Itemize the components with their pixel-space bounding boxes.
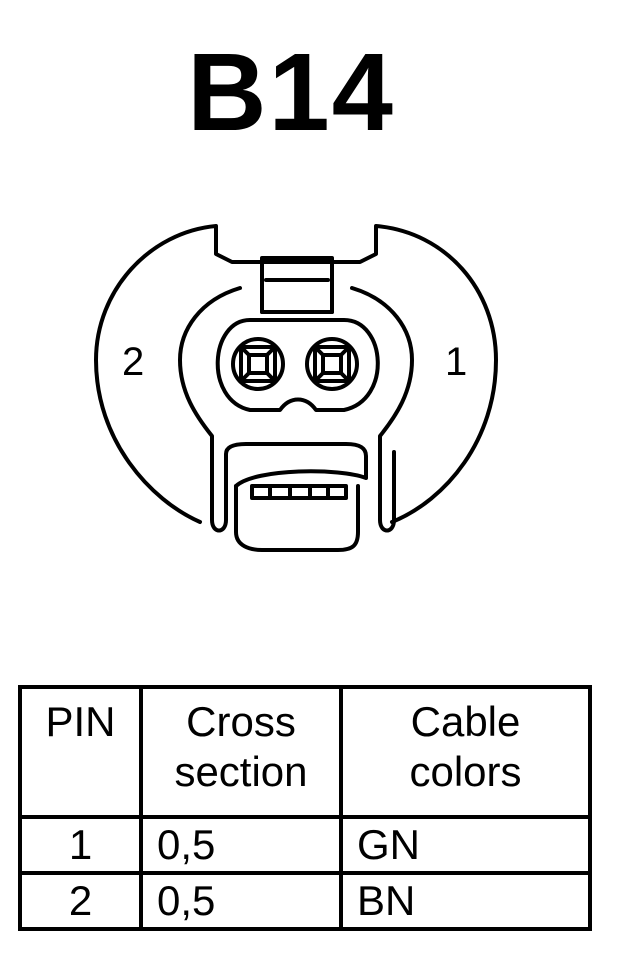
cell-cable-color: GN xyxy=(339,815,592,875)
connector-housing-outline xyxy=(94,224,498,524)
cell-cable-color: BN xyxy=(339,871,592,931)
header-cross-section: Cross section xyxy=(139,685,343,819)
pin-label-2: 2 xyxy=(122,340,144,384)
lower-latch xyxy=(224,442,368,488)
header-pin: PIN xyxy=(18,685,143,819)
inner-body xyxy=(178,286,414,533)
cell-pin: 2 xyxy=(18,871,143,931)
latch-window xyxy=(260,256,334,314)
pin-2-socket xyxy=(231,337,285,391)
table-header-row: PIN Cross section Cable colors xyxy=(18,685,592,819)
pin-label-1: 1 xyxy=(445,340,467,384)
cell-cross-section: 0,5 xyxy=(139,815,343,875)
pin-assignment-table: PIN Cross section Cable colors 1 0,5 GN … xyxy=(18,685,592,931)
connector-diagram: 2 1 xyxy=(94,224,498,552)
table-row: 2 0,5 BN xyxy=(18,871,592,931)
cell-cross-section: 0,5 xyxy=(139,871,343,931)
bottom-lock-tab xyxy=(234,484,360,552)
pin-1-socket xyxy=(305,337,359,391)
header-cable-colors: Cable colors xyxy=(339,685,592,819)
cell-pin: 1 xyxy=(18,815,143,875)
connector-title: B14 xyxy=(187,31,395,154)
table-row: 1 0,5 GN xyxy=(18,815,592,875)
pin-cavity xyxy=(215,318,380,412)
